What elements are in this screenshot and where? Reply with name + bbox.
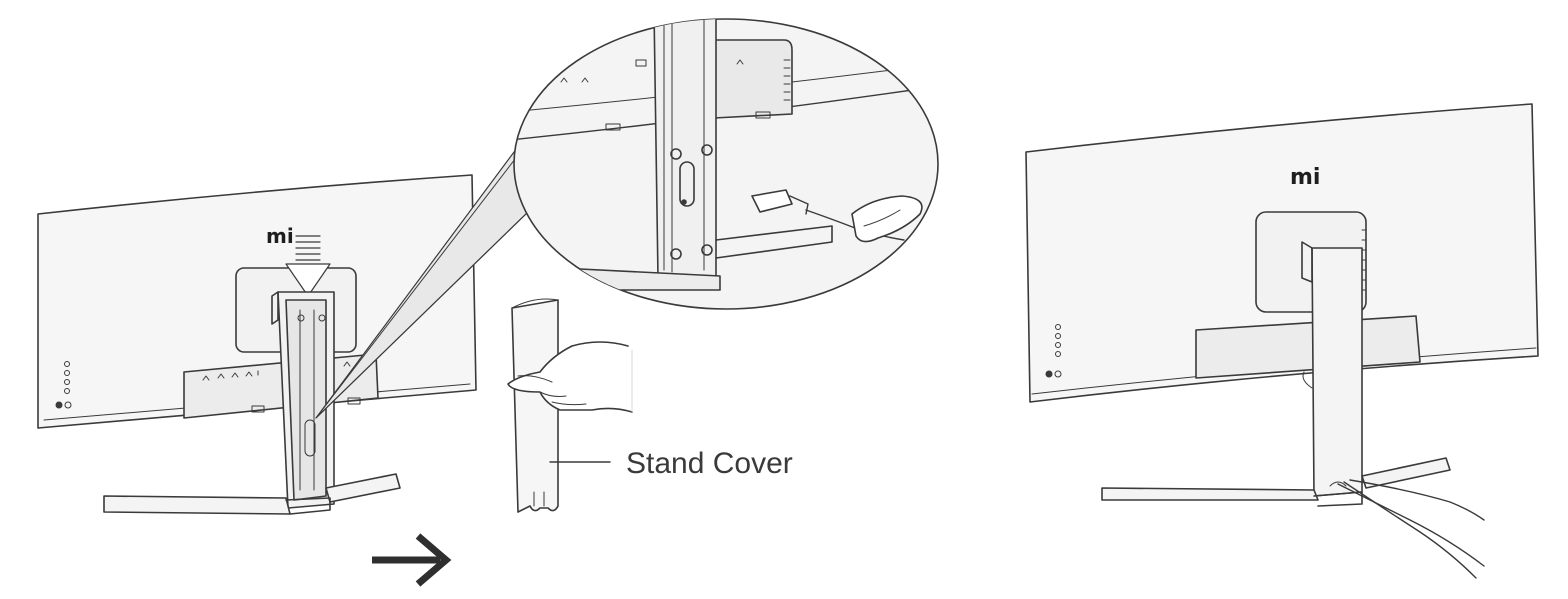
stand-cover-label: Stand Cover (626, 447, 793, 480)
hand-holding-cover (507, 341, 633, 413)
stand-column-left (271, 291, 335, 509)
routed-cables (1337, 479, 1485, 579)
mi-logo-left: mi (266, 224, 294, 248)
stand-cover-part: Stand Cover (507, 298, 793, 513)
magnify-detail (315, 18, 939, 419)
port-row-left (202, 361, 361, 413)
port-icons-detail (560, 59, 771, 131)
next-step-arrow (372, 533, 452, 587)
stand-base-right (1101, 457, 1451, 507)
monitor-right-back: mi (1025, 103, 1539, 403)
side-buttons-left (55, 361, 72, 409)
side-buttons-right (1045, 324, 1062, 378)
push-down-arrow (285, 235, 331, 297)
mi-logo-right: mi (1290, 165, 1320, 190)
stand-base-left (103, 473, 401, 515)
